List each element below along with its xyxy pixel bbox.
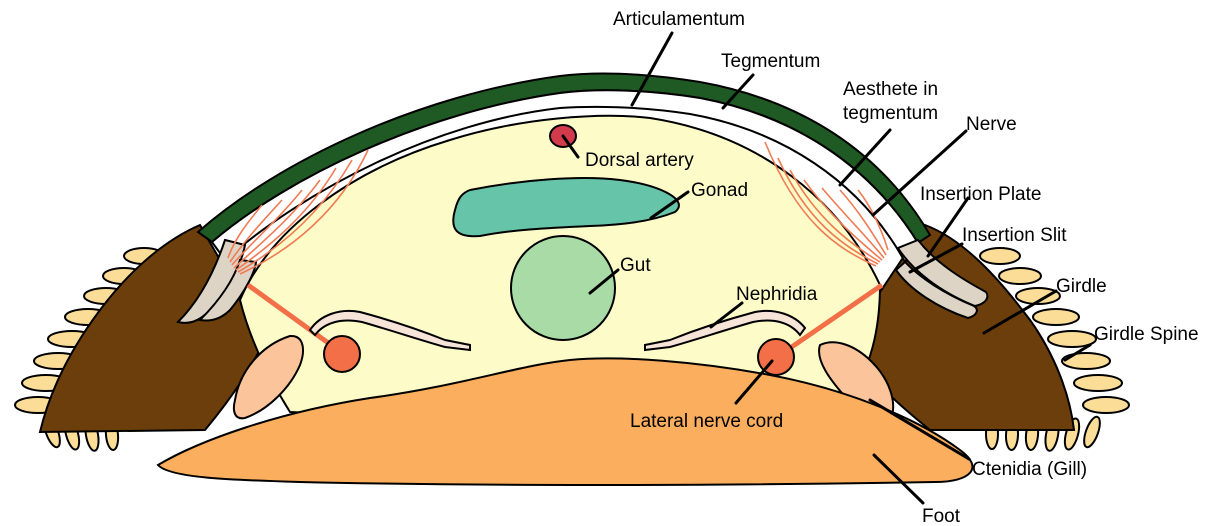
label-ctenidia: Ctenidia (Gill): [972, 459, 1087, 480]
label-foot: Foot: [922, 506, 961, 526]
girdle-spine: [1062, 353, 1110, 369]
label-insertion-slit: Insertion Slit: [962, 225, 1067, 246]
girdle-spine: [1081, 415, 1103, 449]
label-aesthete-line2: tegmentum: [843, 103, 938, 124]
label-lateral-nerve-cord: Lateral nerve cord: [630, 411, 783, 432]
label-gonad: Gonad: [691, 180, 748, 201]
label-nerve: Nerve: [966, 114, 1017, 135]
label-nephridia: Nephridia: [736, 284, 818, 305]
label-tegmentum: Tegmentum: [721, 51, 820, 72]
girdle-spine: [1083, 397, 1129, 413]
label-girdle-spine: Girdle Spine: [1094, 324, 1199, 345]
label-girdle: Girdle: [1056, 276, 1107, 297]
label-gut: Gut: [620, 255, 651, 276]
label-insertion-plate: Insertion Plate: [920, 184, 1041, 205]
girdle-spine: [1074, 375, 1122, 391]
label-articulamentum: Articulamentum: [613, 9, 745, 30]
girdle-spine: [980, 248, 1020, 264]
label-dorsal-artery: Dorsal artery: [585, 150, 694, 171]
lateral-nerve-cord-left: [324, 336, 360, 372]
label-aesthete-line1: Aesthete in: [843, 79, 938, 100]
girdle-spine: [1033, 309, 1079, 325]
gut: [511, 236, 615, 340]
girdle-spine: [999, 268, 1041, 284]
